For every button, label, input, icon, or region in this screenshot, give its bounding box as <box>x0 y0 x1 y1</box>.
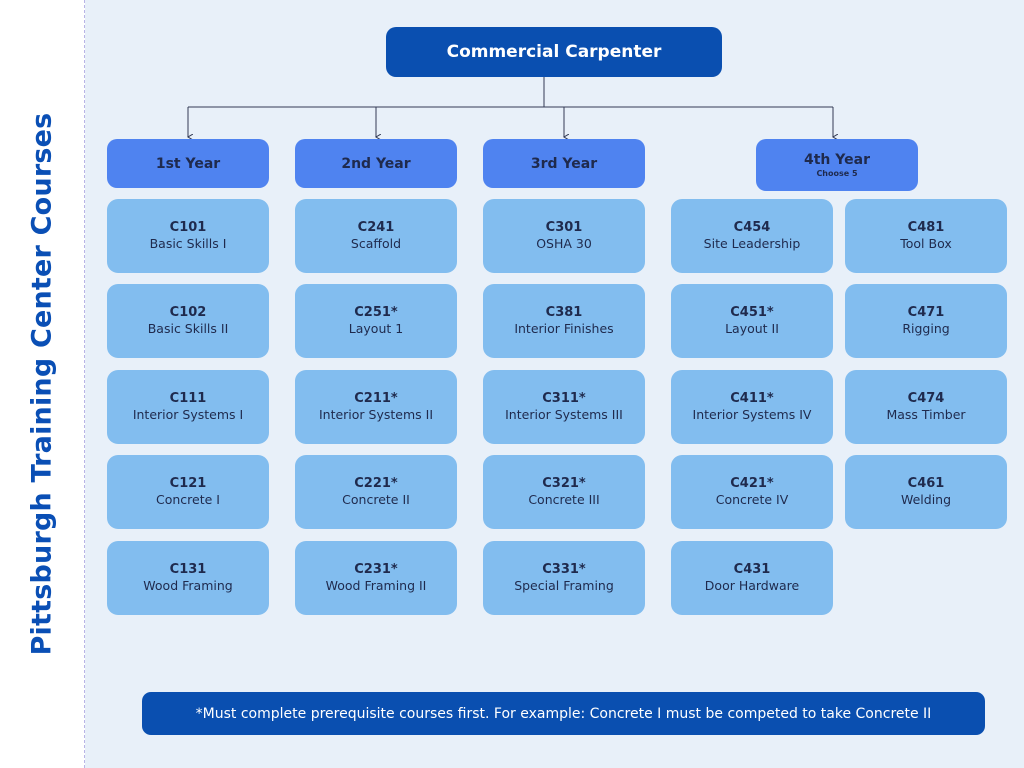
year-header-4: 4th Year Choose 5 <box>756 139 918 191</box>
root-node-commercial-carpenter: Commercial Carpenter <box>386 27 722 77</box>
course-code: C102 <box>169 305 207 320</box>
course-name: Interior Systems II <box>318 407 434 422</box>
course-name: Interior Systems I <box>132 407 244 422</box>
course-code: C471 <box>907 305 945 320</box>
course-code: C381 <box>545 305 583 320</box>
course-card-c231: C231*Wood Framing II <box>295 541 457 615</box>
course-card-c421: C421*Concrete IV <box>671 455 833 529</box>
course-code: C481 <box>907 220 945 235</box>
course-name: Wood Framing <box>143 578 233 593</box>
course-name: OSHA 30 <box>536 236 592 251</box>
course-name: Interior Finishes <box>514 321 614 336</box>
course-code: C451* <box>730 305 774 320</box>
course-code: C251* <box>354 305 398 320</box>
course-name: Layout II <box>725 321 779 336</box>
course-name: Basic Skills I <box>149 236 227 251</box>
course-name: Concrete I <box>156 492 220 507</box>
course-card-c211: C211*Interior Systems II <box>295 370 457 444</box>
sidebar: Pittsburgh Training Center Courses <box>0 0 84 768</box>
course-name: Concrete IV <box>715 492 789 507</box>
course-card-c331: C331*Special Framing <box>483 541 645 615</box>
course-name: Site Leadership <box>703 236 801 251</box>
year-label: 3rd Year <box>530 155 598 172</box>
course-name: Concrete II <box>342 492 410 507</box>
course-name: Mass Timber <box>886 407 966 422</box>
year-header-2: 2nd Year <box>295 139 457 188</box>
course-code: C421* <box>730 476 774 491</box>
course-code: C321* <box>542 476 586 491</box>
course-code: C331* <box>542 562 586 577</box>
year-subtitle: Choose 5 <box>816 169 858 178</box>
course-code: C231* <box>354 562 398 577</box>
course-code: C431 <box>733 562 771 577</box>
prerequisite-footnote: *Must complete prerequisite courses firs… <box>142 692 985 735</box>
course-name: Basic Skills II <box>147 321 229 336</box>
course-card-c311: C311*Interior Systems III <box>483 370 645 444</box>
year-header-1: 1st Year <box>107 139 269 188</box>
year-label: 1st Year <box>155 155 221 172</box>
sidebar-divider <box>84 0 85 768</box>
course-name: Wood Framing II <box>325 578 427 593</box>
course-code: C411* <box>730 391 774 406</box>
year-header-3: 3rd Year <box>483 139 645 188</box>
course-name: Special Framing <box>514 578 614 593</box>
course-code: C474 <box>907 391 945 406</box>
course-card-c411: C411*Interior Systems IV <box>671 370 833 444</box>
course-name: Layout 1 <box>348 321 404 336</box>
course-name: Interior Systems IV <box>692 407 812 422</box>
course-name: Concrete III <box>528 492 600 507</box>
course-code: C121 <box>169 476 207 491</box>
course-code: C461 <box>907 476 945 491</box>
course-name: Welding <box>900 492 952 507</box>
footnote-text: *Must complete prerequisite courses firs… <box>195 705 932 722</box>
course-code: C101 <box>169 220 207 235</box>
course-card-c321: C321*Concrete III <box>483 455 645 529</box>
course-name: Tool Box <box>900 236 952 251</box>
course-code: C241 <box>357 220 395 235</box>
course-code: C221* <box>354 476 398 491</box>
course-code: C211* <box>354 391 398 406</box>
root-title: Commercial Carpenter <box>446 42 662 62</box>
course-card-c221: C221*Concrete II <box>295 455 457 529</box>
year-label: 4th Year <box>804 152 870 168</box>
course-card-c251: C251*Layout 1 <box>295 284 457 358</box>
course-code: C301 <box>545 220 583 235</box>
year-label: 2nd Year <box>341 155 411 172</box>
course-code: C454 <box>733 220 771 235</box>
course-name: Scaffold <box>350 236 402 251</box>
course-card-c451: C451*Layout II <box>671 284 833 358</box>
course-code: C311* <box>542 391 586 406</box>
course-name: Rigging <box>902 321 950 336</box>
course-code: C111 <box>169 391 207 406</box>
course-name: Interior Systems III <box>505 407 623 422</box>
course-code: C131 <box>169 562 207 577</box>
course-name: Door Hardware <box>704 578 800 593</box>
